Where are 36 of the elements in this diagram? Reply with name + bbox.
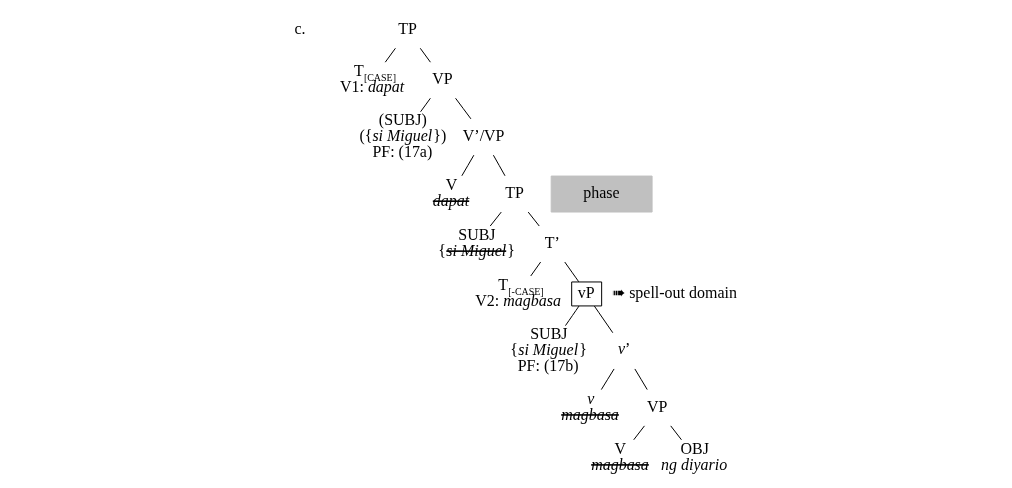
node-text: T$_{[CASE]}$ V1: dapat [339, 61, 404, 95]
label: c. [293, 20, 306, 38]
node-text: VP [431, 69, 453, 87]
connector [632, 425, 645, 441]
node-text: (SUBJ) ({si Miguel}) PF: (17a) [358, 110, 446, 160]
node-text: OBJ ng diyario [660, 439, 727, 473]
connector [669, 425, 682, 441]
node-label: ➠ spell-out domain [611, 283, 737, 301]
node-text: V dapat [432, 175, 469, 209]
connector [600, 368, 615, 391]
connector [492, 154, 505, 177]
node-box: vP [570, 281, 602, 307]
connector [563, 261, 579, 283]
node-text: VP [646, 397, 668, 415]
node-text: v magbasa [560, 389, 619, 423]
connector [529, 261, 541, 277]
node-text: TP [397, 20, 417, 38]
connector [454, 97, 471, 120]
connector [419, 47, 431, 63]
connector [460, 154, 474, 177]
connector [564, 305, 579, 327]
connector [489, 211, 502, 227]
node-text: v’ [617, 339, 630, 357]
node-text: T$_{[-CASE]}$ V2: magbasa [474, 275, 561, 309]
node-text: V magbasa [590, 439, 649, 473]
node-text: SUBJ {si Miguel} [437, 225, 515, 259]
node-text: T’ [544, 233, 560, 251]
connector [527, 211, 540, 227]
node-text: TP [504, 183, 524, 201]
connector [633, 368, 648, 391]
node-box: phase [550, 175, 653, 213]
node-text: V’/VP [462, 126, 504, 144]
connector [419, 97, 431, 113]
connector [384, 47, 396, 63]
connector [593, 305, 613, 334]
node-text: SUBJ {si Miguel} PF: (17b) [509, 324, 587, 374]
